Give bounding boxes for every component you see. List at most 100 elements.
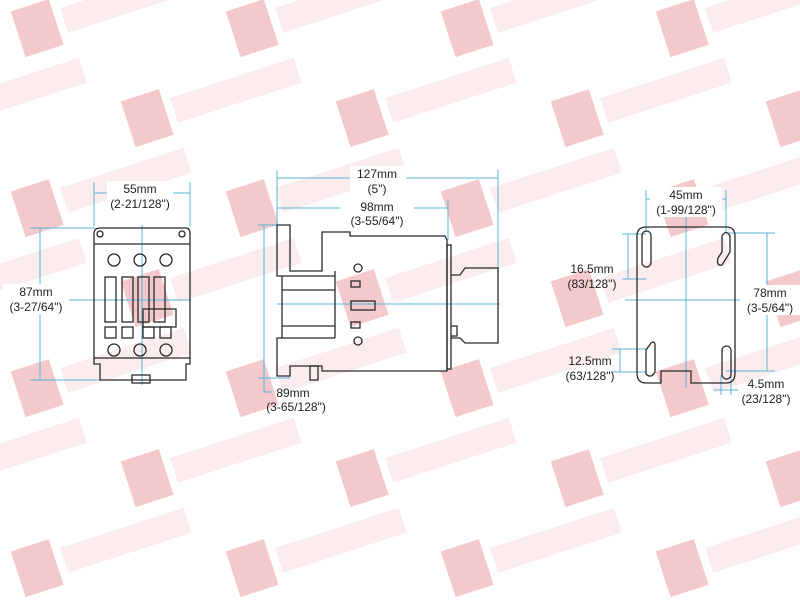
front-width-in: (2-21/128") — [110, 197, 170, 211]
watermark-band — [705, 327, 800, 393]
hole-spacing-h-mm: 45mm — [669, 188, 702, 202]
watermark-band — [275, 147, 407, 213]
watermark-band — [60, 0, 192, 33]
watermark-tile — [765, 449, 800, 508]
watermark-tile — [225, 0, 407, 58]
watermark-block — [335, 449, 389, 508]
watermark-block — [550, 449, 604, 508]
side-height-in: (3-65/128") — [266, 400, 326, 414]
watermark-block — [655, 359, 709, 418]
watermark-tile — [550, 237, 732, 328]
front-width-label-bg — [107, 181, 173, 211]
front-height-label-bg — [3, 284, 69, 314]
watermark-tile — [550, 57, 732, 148]
front-view: 55mm (2-21/128") 87mm (3-27/64") — [3, 181, 191, 385]
body-depth-in: (3-55/64") — [351, 214, 404, 228]
bottom-slot-in: (63/128") — [566, 369, 615, 383]
mounting-plate-outline — [636, 226, 736, 384]
front-height-in: (3-27/64") — [10, 300, 63, 314]
body-depth-mm: 98mm — [360, 200, 393, 214]
watermark-band — [275, 327, 407, 393]
watermark-tile — [440, 147, 622, 238]
watermark-tile — [225, 147, 407, 238]
watermark-block — [225, 179, 279, 238]
watermark-tile — [120, 237, 302, 328]
hole-spacing-h-in: (1-99/128") — [656, 203, 716, 217]
watermark-tile — [10, 327, 192, 418]
watermark-tile — [0, 57, 87, 123]
slot-width-in: (23/128") — [742, 392, 791, 406]
watermark-block — [10, 359, 64, 418]
watermark-tile — [440, 327, 622, 418]
front-width-mm: 55mm — [123, 182, 156, 196]
watermark-block — [120, 269, 174, 328]
watermark-block — [440, 539, 494, 598]
watermark-block — [550, 89, 604, 148]
watermark-block — [550, 269, 604, 328]
watermark-tile — [440, 0, 622, 58]
watermark-tile — [120, 417, 302, 508]
watermark-tile — [225, 507, 407, 598]
watermark-block — [10, 539, 64, 598]
mounting-view: 45mm (1-99/128") 78mm (3-5/64") 16.5mm (… — [566, 187, 800, 406]
watermark-band — [600, 237, 732, 303]
watermark-band — [705, 507, 800, 573]
watermark-tile — [655, 0, 800, 58]
watermark-tile — [655, 507, 800, 598]
watermark-block — [655, 539, 709, 598]
watermark-block — [440, 0, 494, 58]
side-view: 127mm (5") 98mm (3-55/64") 89mm (3-65/12… — [258, 166, 500, 414]
watermark-block — [225, 359, 279, 418]
watermark-band — [170, 57, 302, 123]
front-body-outline — [93, 227, 191, 384]
watermark-band — [600, 57, 732, 123]
watermark-tile — [120, 57, 302, 148]
watermark-tile — [335, 417, 517, 508]
watermark-block — [10, 179, 64, 238]
watermark-tile — [10, 0, 192, 58]
v-spacing-label-bg — [740, 285, 800, 315]
watermark-block — [655, 0, 709, 58]
watermark-band — [60, 327, 192, 393]
watermark-band — [275, 507, 407, 573]
watermark-block — [225, 0, 279, 58]
watermark-tile — [225, 327, 407, 418]
watermark-tile — [0, 237, 87, 303]
slot-width-mm: 4.5mm — [748, 377, 785, 391]
body-depth-label-bg — [340, 199, 414, 227]
front-height-mm: 87mm — [19, 285, 52, 299]
watermark-band — [170, 237, 302, 303]
watermark-block — [120, 449, 174, 508]
h-spacing-label-bg — [650, 187, 722, 217]
watermark-band — [0, 237, 87, 303]
watermark-band — [490, 507, 622, 573]
watermark-band — [705, 147, 800, 213]
watermark-tile — [655, 327, 800, 418]
watermark-band — [490, 0, 622, 33]
watermark-block — [765, 449, 800, 508]
watermark-block — [335, 89, 389, 148]
top-slot-in: (83/128") — [568, 277, 617, 291]
watermark-tile — [335, 57, 517, 148]
depth-label-bg — [350, 166, 406, 196]
watermark-block — [440, 359, 494, 418]
watermark-block — [335, 269, 389, 328]
watermark-band — [705, 0, 800, 33]
watermark-band — [600, 417, 732, 483]
watermark-band — [385, 57, 517, 123]
watermark-band — [385, 417, 517, 483]
watermark-band — [60, 147, 192, 213]
watermark-tile — [550, 417, 732, 508]
watermark-block — [10, 0, 64, 58]
hole-spacing-v-mm: 78mm — [753, 286, 786, 300]
watermark-band — [490, 147, 622, 213]
watermark-block — [225, 539, 279, 598]
watermark-tile — [10, 147, 192, 238]
watermark-tile — [440, 507, 622, 598]
watermark-band — [0, 57, 87, 123]
watermark-block — [765, 89, 800, 148]
side-dimension-lines — [258, 170, 500, 393]
watermark-band — [0, 417, 87, 483]
